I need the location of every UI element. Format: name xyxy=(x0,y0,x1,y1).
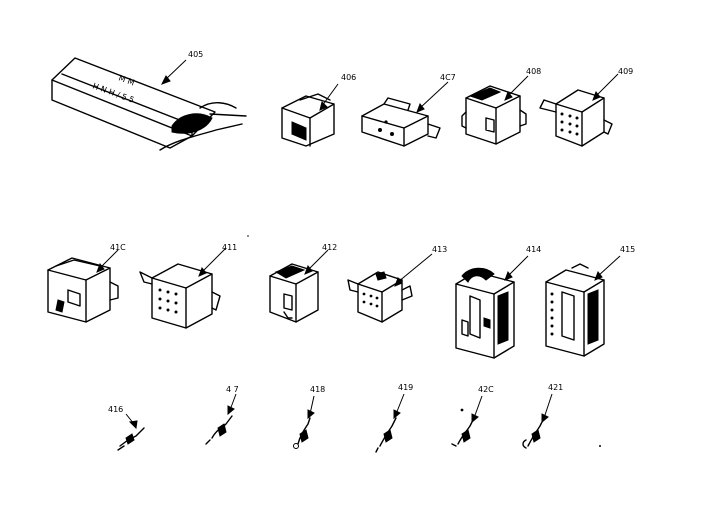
pin-grid xyxy=(362,292,379,308)
part-406: 406 xyxy=(281,73,356,147)
pin-grid xyxy=(158,288,178,314)
label-405: 405 xyxy=(188,50,203,59)
part-411: 411 xyxy=(139,243,237,329)
label-408: 408 xyxy=(526,67,541,76)
part-417: 4 7 xyxy=(205,385,239,445)
label-418: 418 xyxy=(310,385,325,394)
part-418: 418 xyxy=(293,385,325,449)
part-420: 42C xyxy=(451,385,494,447)
label-410: 41C xyxy=(110,243,126,252)
part-407: 4C7 xyxy=(361,73,456,147)
part-408: 408 xyxy=(461,67,541,145)
label-416: 416 xyxy=(108,405,123,414)
box-text-1: M M xyxy=(117,73,136,87)
part-419: 419 xyxy=(375,383,413,453)
pin-grid xyxy=(560,112,579,136)
label-420: 42C xyxy=(478,385,494,394)
label-407: 4C7 xyxy=(440,73,456,82)
part-405: M M H N H / 5 5 405 xyxy=(51,50,247,151)
part-412: 412 xyxy=(269,243,337,323)
label-411: 411 xyxy=(222,243,237,252)
label-406: 406 xyxy=(341,73,356,82)
label-421: 421 xyxy=(548,383,563,392)
part-415: 415 xyxy=(545,245,635,357)
stray-mark xyxy=(599,445,601,447)
pin-column xyxy=(550,292,554,336)
label-412: 412 xyxy=(322,243,337,252)
stray-mark xyxy=(247,235,249,237)
part-410: 41C xyxy=(47,243,126,323)
label-415: 415 xyxy=(620,245,635,254)
part-409: 409 xyxy=(539,67,633,147)
label-409: 409 xyxy=(618,67,633,76)
part-421: 421 xyxy=(522,383,563,449)
label-417: 4 7 xyxy=(226,385,239,394)
label-413: 413 xyxy=(432,245,447,254)
label-414: 414 xyxy=(526,245,541,254)
part-416: 416 xyxy=(108,405,145,451)
part-413: 413 xyxy=(347,245,447,323)
part-414: 414 xyxy=(455,245,541,359)
label-419: 419 xyxy=(398,383,413,392)
